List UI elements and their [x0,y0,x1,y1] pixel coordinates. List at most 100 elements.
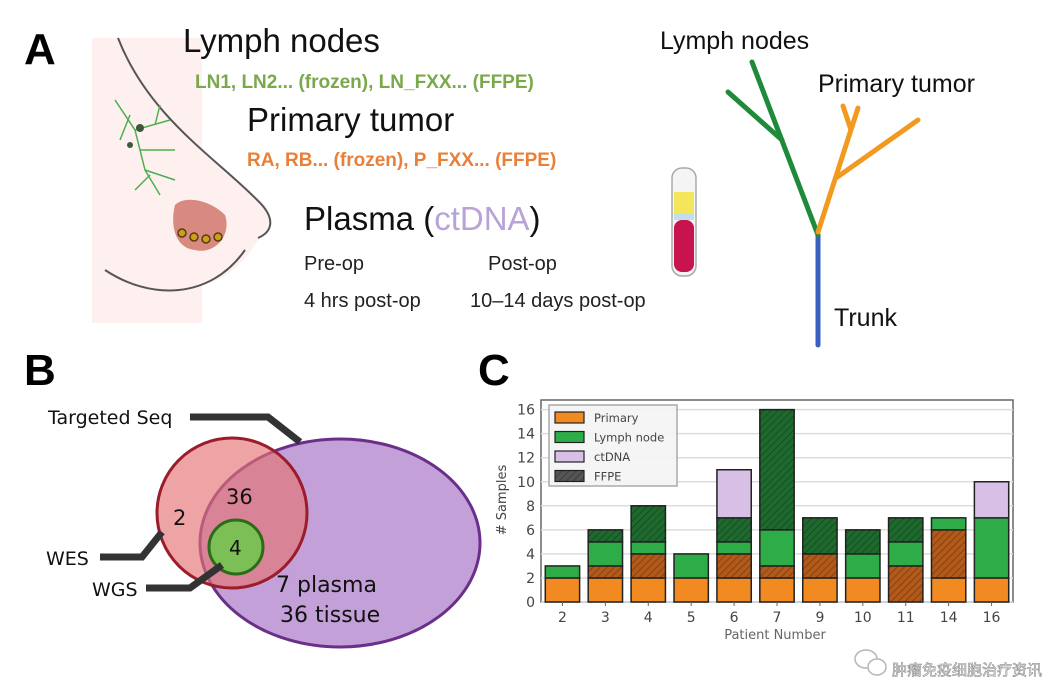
wes-only-count: 2 [173,506,186,530]
wgs-label: WGS [92,579,138,601]
wgs-count: 4 [229,536,242,560]
wes-label: WES [46,548,89,570]
x-tick-label: 5 [687,610,696,626]
bar-segment [759,577,795,603]
panel-b-label: B [24,346,56,395]
tumor-icon [173,199,227,251]
tree-primary-label: Primary tumor [818,70,975,98]
x-axis-label: Patient Number [724,628,826,643]
ctdna-label: ctDNA [434,200,529,237]
y-tick-label: 2 [526,571,535,587]
bar-segment [973,481,1010,519]
primary-tumor-title: Primary tumor [247,101,454,138]
tree-trunk-label: Trunk [834,304,897,332]
bar-segment-hatch [802,553,838,579]
bar-segment-hatch [930,529,967,579]
bar-segment [544,565,581,579]
legend-swatch [554,411,585,424]
y-axis-label: # Samples [495,465,510,536]
bar-segment [630,577,667,603]
legend-swatch [554,430,585,444]
tissue-count: 36 tissue [280,603,380,628]
x-tick-label: 11 [897,610,915,626]
x-tick-label: 2 [558,610,567,626]
targeted-seq-label: Targeted Seq [47,407,172,429]
bar-segment [673,553,710,579]
bar-segment [844,577,881,603]
bar-segment [887,541,924,567]
wechat-icon [854,649,887,676]
bar-segment [801,577,838,603]
x-tick-label: 9 [815,610,824,626]
preop-label: Pre-op [304,253,364,275]
bar-segment [759,529,795,567]
legend-label: Lymph node [594,431,664,445]
y-tick-label: 0 [526,595,535,611]
bar-segment-hatch [759,409,795,531]
blood-tube-icon [671,167,697,277]
bar-segment-hatch [630,505,666,543]
bar-segment [973,517,1010,579]
legend-label: ctDNA [594,450,630,464]
bar-segment [587,577,624,603]
postop-label: Post-op [488,253,557,275]
y-tick-label: 16 [517,403,535,419]
watermark-text: 肿瘤免疫细胞治疗资讯 [892,661,1042,679]
panel-a-label: A [24,25,56,74]
y-tick-label: 14 [517,427,535,443]
lymph-vessels-icon [114,99,176,196]
bar-segment-hatch [587,565,624,579]
primary-samples: RA, RB... (frozen), P_FXX... (FFPE) [247,150,556,171]
plasma-title: Plasma (ctDNA) [304,200,541,237]
watermark: 肿瘤免疫细胞治疗资讯 [854,649,1042,679]
bar-segment-hatch [630,553,666,579]
plasma-count: 7 plasma [276,573,377,598]
bar-segment-hatch [845,529,881,555]
bar-segment [716,577,753,603]
bar-segment [587,541,624,567]
wgs-set [207,518,265,576]
y-tick-label: 12 [517,451,535,467]
x-tick-label: 14 [940,610,958,626]
x-tick-label: 3 [601,610,610,626]
legend-swatch-hatch [555,470,584,482]
y-tick-label: 6 [526,523,535,539]
overlap-count: 36 [226,485,253,509]
bar-segment [930,517,967,531]
legend-label: FFPE [594,470,621,484]
bar-segment-hatch [888,565,924,603]
x-tick-label: 10 [854,610,872,626]
wes-set [155,436,309,590]
x-tick-label: 7 [773,610,782,626]
bar-segment [673,577,710,603]
legend-label: Primary [594,411,639,425]
x-tick-label: 6 [730,610,739,626]
x-tick-label: 16 [983,610,1001,626]
x-tick-label: 4 [644,610,653,626]
bar-segment [544,577,581,603]
preop-time: 4 hrs post-op [304,290,421,312]
lymph-nodes-title: Lymph nodes [183,22,380,59]
bar-segment [716,541,753,555]
bar-segment-hatch [587,529,624,543]
y-tick-label: 4 [526,547,535,563]
bar-segment [716,468,753,519]
bar-segment [930,577,967,603]
phylogenetic-tree [725,59,921,348]
bar-segment-hatch [716,517,752,543]
bar-segment-hatch [716,553,752,579]
postop-time: 10–14 days post-op [470,290,646,312]
y-tick-label: 8 [526,499,535,515]
bar-segment-hatch [759,565,795,579]
breast-illustration [92,37,272,323]
panel-c-label: C [478,346,510,395]
y-tick-label: 10 [517,475,535,491]
bar-segment [844,553,881,579]
bar-segment [973,577,1010,603]
bar-segment-hatch [888,517,924,543]
legend-swatch [554,450,585,463]
venn-diagram [100,413,482,649]
